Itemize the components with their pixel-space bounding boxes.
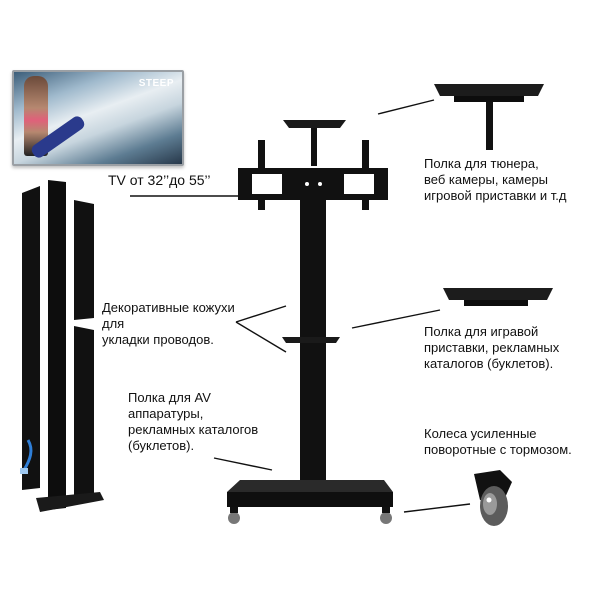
stand-base xyxy=(227,480,393,524)
av-shelf-label: Полка для AV аппаратуры, рекламных катал… xyxy=(128,390,258,454)
label-line: для xyxy=(102,316,125,331)
cable-covers-label: Декоративные кожухи для укладки проводов… xyxy=(102,300,235,348)
label-line: поворотные с тормозом. xyxy=(424,442,572,457)
wheel-detail xyxy=(474,470,512,526)
label-line: каталогов (буклетов). xyxy=(424,356,554,371)
label-line: приставки, рекламных xyxy=(424,340,560,355)
label-line: аппаратуры, xyxy=(128,406,204,421)
middle-shelf-detail xyxy=(443,288,553,306)
top-shelf-label: Полка для тюнера, веб камеры, камеры игр… xyxy=(424,156,566,204)
label-line: Колеса усиленные xyxy=(424,426,537,441)
label-line: укладки проводов. xyxy=(102,332,214,347)
label-line: (буклетов). xyxy=(128,438,195,453)
leader-lines xyxy=(130,99,471,513)
top-shelf-on-stand xyxy=(283,120,346,166)
tv-size-label: TV от 32’’до 55’’ xyxy=(108,172,211,188)
label-line: Полка для тюнера, xyxy=(424,156,539,171)
wheels-label: Колеса усиленные поворотные с тормозом. xyxy=(424,426,572,458)
tv-brand-logo: STEEP xyxy=(138,78,174,89)
label-line: игровой приставки и т.д xyxy=(424,188,567,203)
cable-covers-illustration xyxy=(20,180,104,512)
label-line: Полка для игравой xyxy=(424,324,539,339)
top-shelf-detail xyxy=(434,84,544,150)
vesa-mount xyxy=(238,140,388,210)
label-line: рекламных каталогов xyxy=(128,422,259,437)
middle-shelf xyxy=(282,337,340,343)
tv-image: STEEP xyxy=(12,70,184,166)
cable-icon xyxy=(22,439,33,471)
middle-shelf-label: Полка для игравой приставки, рекламных к… xyxy=(424,324,559,372)
label-line: веб камеры, камеры xyxy=(424,172,549,187)
label-line: Полка для AV xyxy=(128,390,211,405)
label-line: Декоративные кожухи xyxy=(102,300,235,315)
